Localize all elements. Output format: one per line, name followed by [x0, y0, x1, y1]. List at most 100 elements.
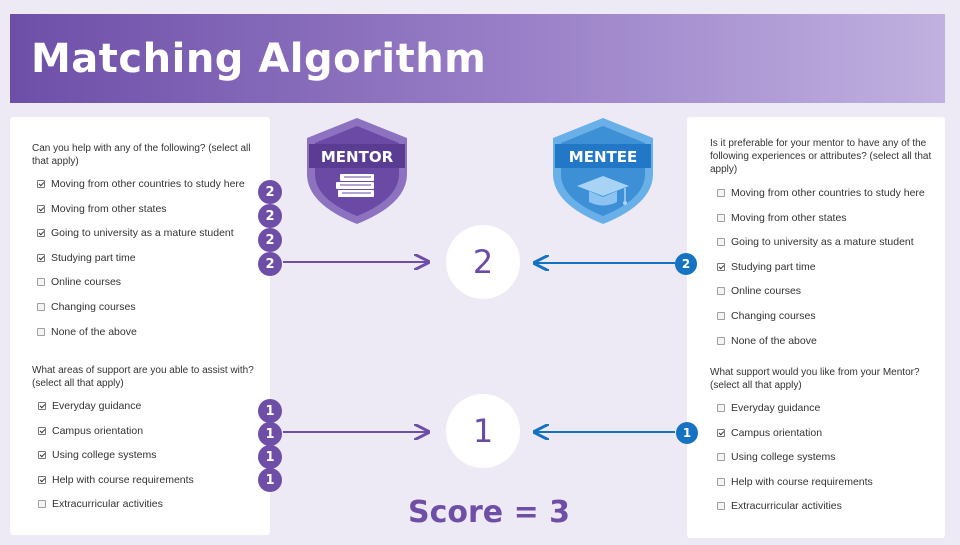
score-badge: 2 [258, 252, 282, 276]
option-label: Changing courses [51, 301, 136, 313]
checkbox[interactable] [717, 404, 725, 412]
checkbox[interactable] [37, 327, 45, 336]
mentee-q2_options-option[interactable]: Extracurricular activities [717, 500, 842, 512]
mentor-q2_options-option[interactable]: Everyday guidance [38, 400, 141, 412]
checkbox[interactable] [37, 229, 45, 238]
mentor-q1_options-option[interactable]: Moving from other countries to study her… [37, 178, 245, 190]
option-label: Using college systems [731, 451, 836, 464]
graduation-cap-icon [577, 176, 629, 206]
mentor-q1_options-option[interactable]: Going to university as a mature student [37, 227, 234, 239]
mentee-q1_options-option[interactable]: Online courses [717, 285, 801, 297]
mentee-q1_options-option[interactable]: Changing courses [717, 310, 816, 322]
checkbox[interactable] [717, 336, 725, 345]
mentee-q1_options-option[interactable]: Going to university as a mature student [717, 236, 914, 248]
checkbox[interactable] [37, 204, 45, 213]
mentee-q1_options-option[interactable]: Moving from other states [717, 212, 847, 224]
option-label: Help with course requirements [731, 475, 873, 488]
checkbox[interactable] [717, 189, 725, 197]
option-label: Campus orientation [731, 426, 823, 439]
mentee-q2_options-option[interactable]: Campus orientation [717, 427, 822, 439]
mentor-q1_options-option[interactable]: Online courses [37, 276, 121, 288]
option-label: Studying part time [51, 251, 136, 264]
mentee-q2_options-option[interactable]: Help with course requirements [717, 476, 873, 488]
mentor-q1_options-option[interactable]: None of the above [37, 326, 137, 338]
mentor-q2_options-option[interactable]: Using college systems [38, 449, 156, 461]
option-label: Everyday guidance [731, 402, 821, 414]
mentee-q2_options-option[interactable]: Using college systems [717, 451, 835, 463]
mentee-form-panel: Is it preferable for your mentor to have… [687, 117, 945, 538]
checkbox[interactable] [37, 303, 45, 311]
total-score: Score = 3 [408, 495, 571, 530]
option-label: Studying part time [731, 260, 816, 273]
option-label: Moving from other countries to study her… [731, 187, 925, 199]
checkbox[interactable] [717, 287, 725, 296]
option-label: Using college systems [52, 449, 157, 462]
mentor-form-panel: Can you help with any of the following? … [10, 117, 270, 535]
option-label: Online courses [731, 285, 802, 298]
mentor-question-2: What areas of support are you able to as… [32, 365, 254, 389]
option-label: Changing courses [731, 310, 816, 322]
mentor-q2_options-option[interactable]: Help with course requirements [38, 474, 194, 486]
option-label: Online courses [51, 276, 122, 289]
mentor-q1_options-option[interactable]: Moving from other states [37, 203, 167, 215]
option-label: Moving from other countries to study her… [51, 178, 245, 190]
score-badge: 1 [676, 422, 698, 444]
mentor-shield-badge: MENTOR [307, 118, 407, 224]
checkbox[interactable] [717, 453, 725, 462]
checkbox[interactable] [37, 253, 45, 262]
mentor-q2_options-option[interactable]: Campus orientation [38, 425, 143, 437]
books-icon [336, 174, 374, 197]
option-label: Moving from other states [731, 211, 847, 224]
title-banner: Matching Algorithm [10, 14, 945, 103]
checkbox[interactable] [38, 426, 46, 435]
score-badge: 1 [258, 445, 282, 469]
checkbox[interactable] [717, 213, 725, 222]
mentor-q1_options-option[interactable]: Changing courses [37, 301, 136, 313]
checkbox[interactable] [37, 278, 45, 287]
page-title: Matching Algorithm [31, 36, 487, 82]
mentee-q1_options-option[interactable]: Moving from other countries to study her… [717, 187, 925, 199]
mentee-q1_options-option[interactable]: None of the above [717, 335, 817, 347]
checkbox[interactable] [717, 428, 725, 437]
checkbox[interactable] [717, 502, 725, 511]
checkbox[interactable] [38, 402, 46, 410]
option-label: Going to university as a mature student [731, 236, 914, 249]
checkbox[interactable] [717, 477, 725, 486]
option-label: Moving from other states [51, 202, 167, 215]
checkbox[interactable] [38, 475, 46, 484]
score-badge: 1 [258, 422, 282, 446]
mentee-question-2: What support would you like from your Me… [710, 367, 920, 391]
mentee-shield-badge: MENTEE [553, 118, 653, 224]
option-label: None of the above [731, 334, 817, 347]
score-badge: 2 [258, 228, 282, 252]
option-label: None of the above [51, 325, 137, 338]
mentee-badge-label: MENTEE [569, 148, 637, 166]
checkbox[interactable] [717, 238, 725, 247]
checkbox[interactable] [717, 262, 725, 271]
mentee-q1_options-option[interactable]: Studying part time [717, 261, 816, 273]
checkbox[interactable] [38, 500, 46, 509]
option-label: Everyday guidance [52, 400, 142, 412]
option-label: Extracurricular activities [731, 500, 842, 513]
score-badge: 2 [258, 180, 282, 204]
mentor-question-1: Can you help with any of the following? … [32, 143, 251, 167]
mentee-q2_options-option[interactable]: Everyday guidance [717, 402, 820, 414]
checkbox[interactable] [38, 451, 46, 460]
match-score-circle-2: 1 [446, 394, 520, 468]
match-score-circle-1: 2 [446, 225, 520, 299]
checkbox[interactable] [37, 180, 45, 188]
score-badge: 2 [675, 253, 697, 275]
mentor-q2_options-option[interactable]: Extracurricular activities [38, 498, 163, 510]
mentor-q1_options-option[interactable]: Studying part time [37, 252, 136, 264]
option-label: Extracurricular activities [52, 498, 163, 511]
score-badge: 1 [258, 399, 282, 423]
mentor-badge-label: MENTOR [321, 148, 394, 166]
option-label: Help with course requirements [52, 473, 194, 486]
score-badge: 1 [258, 468, 282, 492]
checkbox[interactable] [717, 312, 725, 320]
option-label: Campus orientation [52, 424, 144, 437]
mentee-question-1: Is it preferable for your mentor to have… [710, 138, 932, 175]
score-badge: 2 [258, 204, 282, 228]
option-label: Going to university as a mature student [51, 227, 234, 240]
